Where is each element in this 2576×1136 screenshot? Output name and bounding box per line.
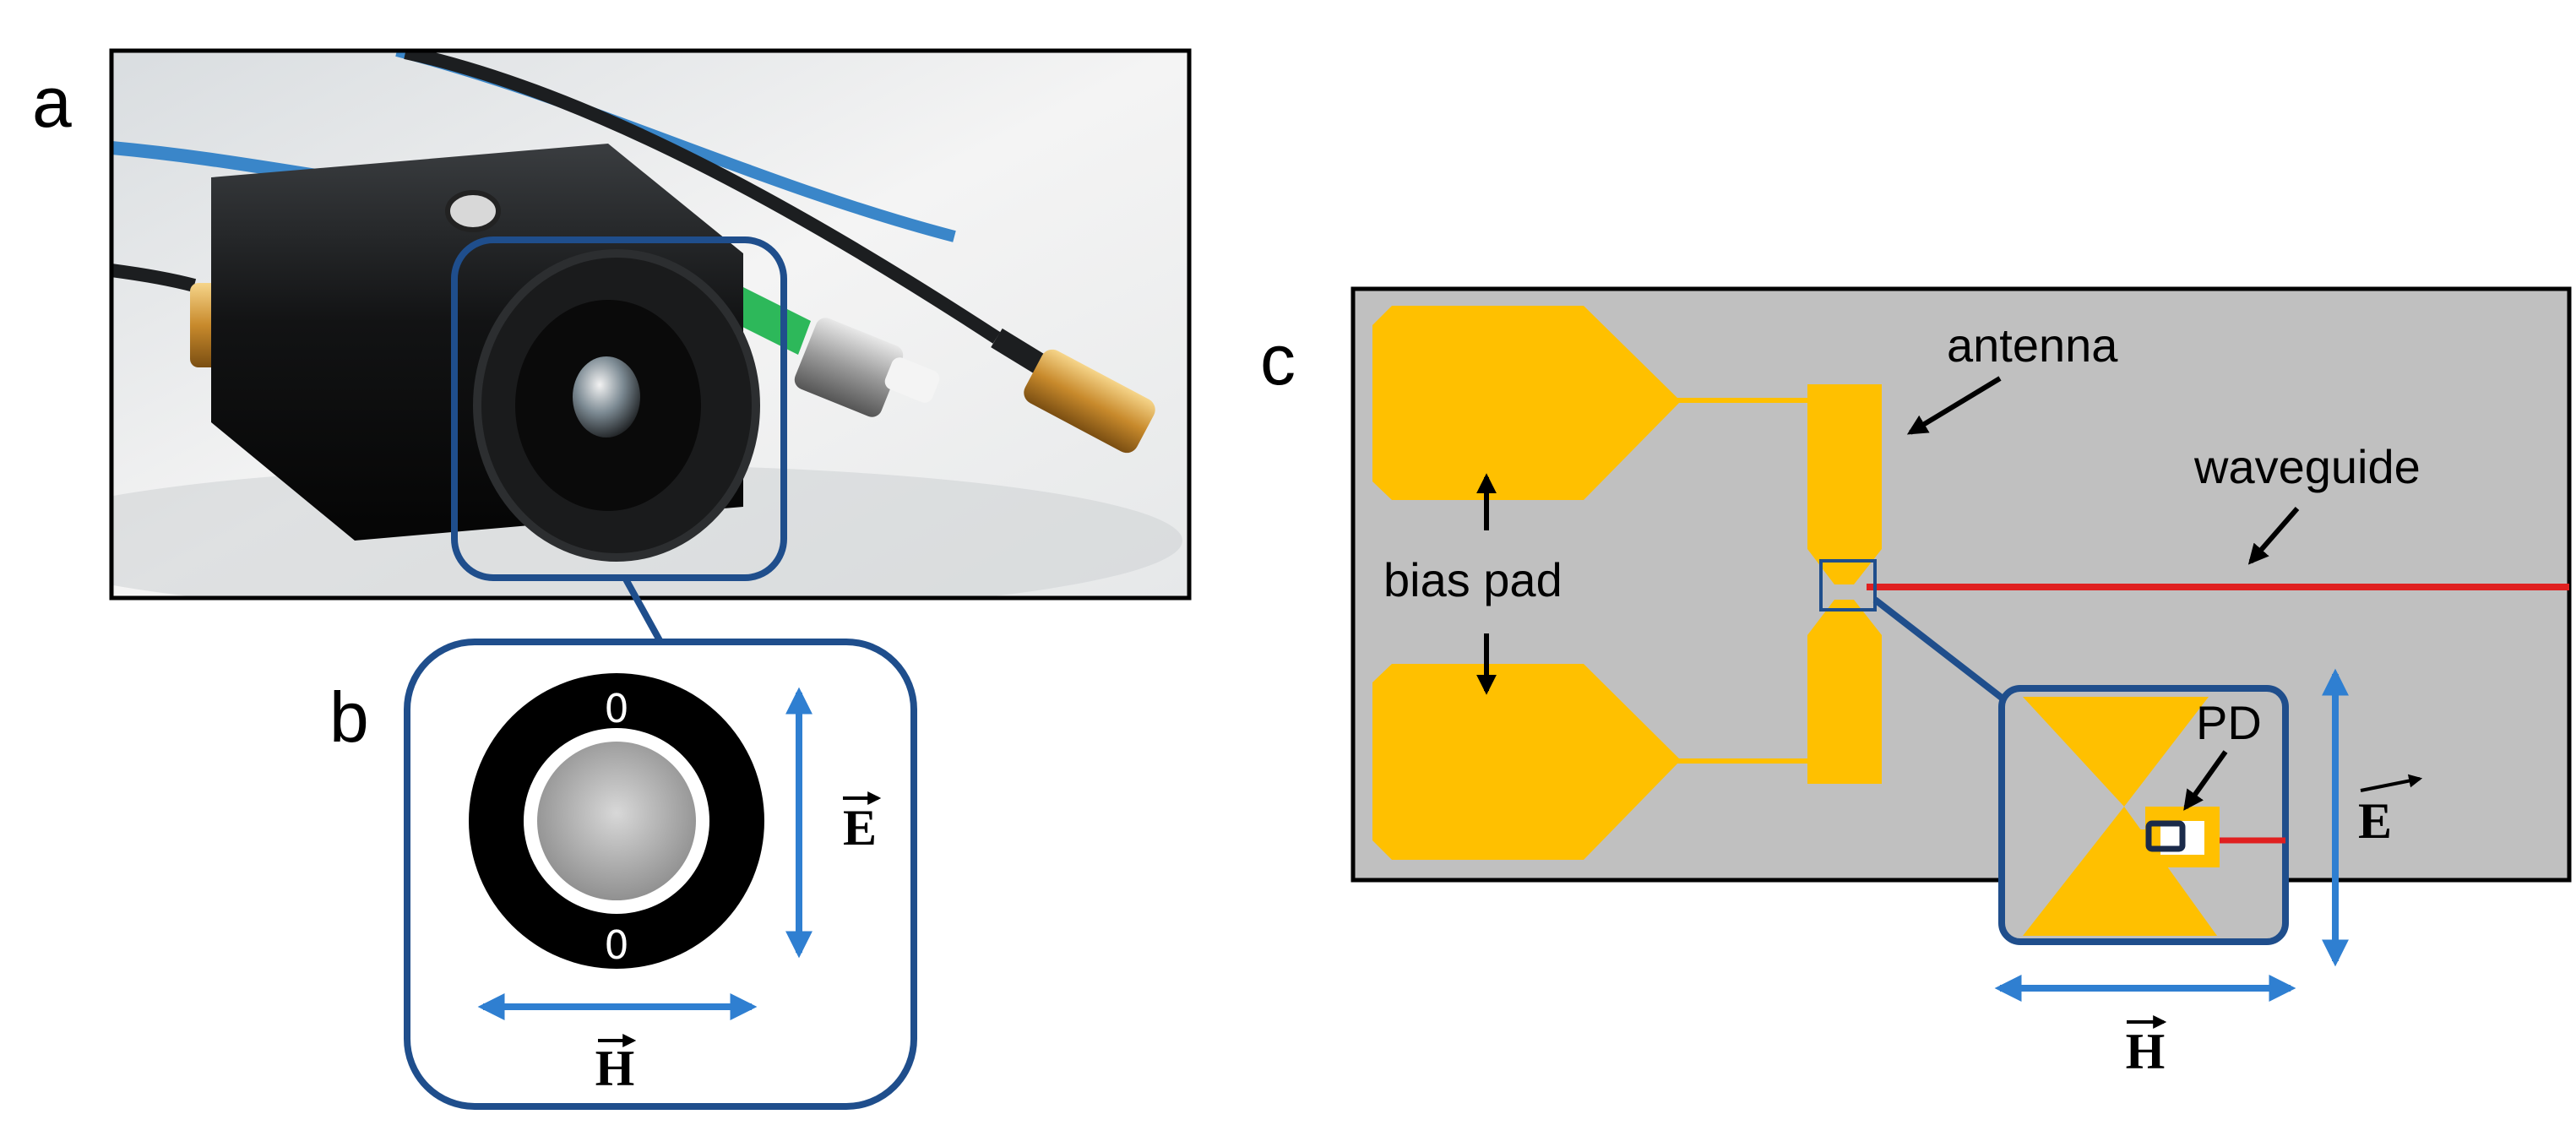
e-field-label-c: E <box>2358 793 2392 849</box>
black-cable <box>404 51 1001 344</box>
lens <box>573 356 640 438</box>
zoom-connector-a <box>622 576 664 644</box>
panel-a-frame <box>109 48 1192 601</box>
waveguide-label: waveguide <box>2193 440 2421 493</box>
fc-connector <box>794 318 940 417</box>
inset-bowtie-top <box>2023 697 2209 807</box>
bias-pad-label: bias pad <box>1383 553 1562 606</box>
h-field-label-c: H <box>2126 1024 2166 1079</box>
bias-pad-bottom <box>1372 664 1681 860</box>
ball-lens <box>537 742 696 900</box>
bias-pad-top <box>1372 306 1681 500</box>
panel-c-label: c <box>1260 320 1296 400</box>
antenna-label: antenna <box>1947 318 2118 372</box>
antenna-pointer <box>1906 376 2002 435</box>
zoom-box-c <box>1819 559 1877 611</box>
mark-bottom: 0 <box>604 922 628 968</box>
feed-line-top <box>1677 398 1812 403</box>
zoom-connector-c <box>1872 596 2008 704</box>
feed-line-bottom <box>1677 758 1812 764</box>
pd-label: PD <box>2196 696 2262 749</box>
panel-a-label: a <box>32 63 72 142</box>
gold-connector-right <box>1024 349 1155 454</box>
antenna-shape <box>1807 384 1882 784</box>
panel-b-label: b <box>329 677 369 757</box>
pd-inset: PD <box>1998 685 2289 945</box>
zoom-box-a <box>451 236 787 581</box>
front-view-aperture: 0 0 <box>469 673 764 969</box>
h-field-label-b: H <box>595 1041 635 1096</box>
panel-a-photo <box>111 51 1189 598</box>
waveguide-pointer <box>2247 507 2300 565</box>
pd-pointer <box>2183 750 2228 811</box>
e-field-label-b: E <box>843 800 877 856</box>
inset-bowtie-bottom <box>2023 807 2217 936</box>
mark-top: 0 <box>604 686 628 731</box>
